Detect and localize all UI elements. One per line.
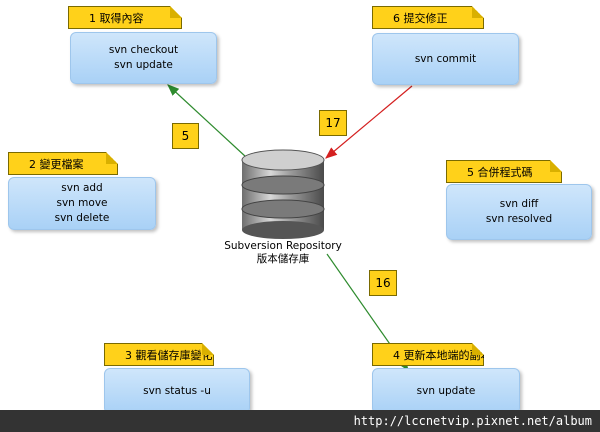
step-5-note: 5 合併程式碼 — [446, 160, 562, 183]
step-2-commands-box: svn add svn move svn delete — [8, 177, 156, 230]
step-3-command: svn status -u — [143, 384, 211, 397]
step-3-note: 3 觀看儲存庫變化 — [104, 343, 214, 366]
step-2-command: svn add — [61, 182, 103, 194]
step-2-note: 2 變更檔案 — [8, 152, 118, 175]
step-4-commands-box: svn update — [372, 368, 520, 414]
step-5-command: svn resolved — [485, 213, 553, 225]
commit-arrow — [325, 85, 413, 159]
revision-checkout-badge: 5 — [172, 123, 199, 149]
repository-name: Subversion Repository — [224, 240, 342, 252]
step-4-note: 4 更新本地端的副本 — [372, 343, 484, 366]
step-5-command: svn diff — [499, 198, 539, 210]
step-6-command: svn commit — [414, 52, 477, 65]
step-2-command: svn delete — [54, 212, 110, 224]
revision-commit-badge: 17 — [319, 110, 347, 136]
step-3-commands-box: svn status -u — [104, 368, 250, 414]
step-1-commands-box: svn checkout svn update — [70, 32, 217, 84]
step-6-note: 6 提交修正 — [372, 6, 484, 29]
step-5-commands-box: svn diff svn resolved — [446, 184, 592, 240]
step-1-command: svn update — [114, 59, 173, 71]
step-2-command: svn move — [56, 197, 108, 209]
step-4-command: svn update — [416, 384, 476, 397]
watermark-url: http://lccnetvip.pixnet.net/album — [0, 410, 600, 432]
database-icon — [241, 149, 325, 239]
step-1-command: svn checkout — [108, 44, 179, 56]
checkout-arrow — [167, 84, 247, 158]
repository-subtitle: 版本儲存庫 — [256, 253, 310, 265]
step-1-note: 1 取得內容 — [68, 6, 182, 29]
repository-label: Subversion Repository 版本儲存庫 — [213, 240, 353, 266]
step-6-commands-box: svn commit — [372, 33, 519, 85]
revision-update-badge: 16 — [369, 270, 397, 296]
